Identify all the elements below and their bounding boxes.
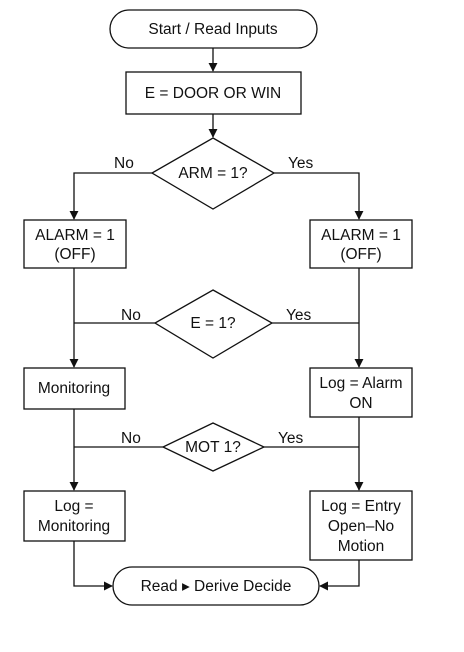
set-e-node-label: E = DOOR OR WIN	[145, 85, 282, 102]
e-no-label: No	[121, 307, 141, 324]
end-node: Read ▸ Derive Decide	[112, 566, 320, 606]
alarm-right-node: ALARM = 1 (OFF)	[309, 219, 413, 269]
alarm-right-line-1: ALARM = 1	[321, 227, 401, 244]
mot-no-label: No	[121, 430, 141, 447]
arm-no-label: No	[114, 155, 134, 172]
arm-yes-label: Yes	[288, 155, 314, 172]
log-alarm-on-node: Log = Alarm ON	[309, 367, 413, 418]
mot-check-decision: MOT 1?	[161, 422, 266, 472]
start-node: Start / Read Inputs	[109, 9, 318, 49]
monitoring-node: Monitoring	[23, 367, 126, 410]
arrow-log-entry-to-end	[319, 560, 360, 591]
end-node-label: Read ▸ Derive Decide	[141, 578, 292, 595]
arrow-arm-yes	[274, 172, 364, 220]
log-entry-line-1: Log = Entry	[321, 498, 401, 515]
arrow-log-monitoring-to-end	[73, 541, 113, 591]
e-check-label: E = 1?	[190, 315, 236, 332]
alarm-left-node: ALARM = 1 (OFF)	[23, 219, 127, 269]
e-check-decision: E = 1?	[153, 289, 274, 359]
set-e-node: E = DOOR OR WIN	[125, 71, 302, 115]
log-monitoring-node: Log = Monitoring	[23, 490, 126, 542]
log-alarm-on-line-1: Log = Alarm	[319, 375, 402, 392]
log-monitoring-line-1: Log =	[54, 498, 93, 515]
log-alarm-on-line-2: ON	[349, 395, 372, 412]
arm-check-label: ARM = 1?	[178, 165, 248, 182]
connectors	[69, 48, 364, 591]
log-entry-line-3: Motion	[338, 538, 385, 555]
log-entry-line-2: Open–No	[328, 518, 394, 535]
arrow-arm-no	[69, 172, 152, 220]
e-yes-label: Yes	[286, 307, 312, 324]
log-entry-node: Log = Entry Open–No Motion	[309, 490, 413, 561]
start-node-label: Start / Read Inputs	[148, 21, 277, 38]
alarm-left-line-2: (OFF)	[54, 246, 95, 263]
arm-check-decision: ARM = 1?	[150, 137, 276, 210]
monitoring-label: Monitoring	[38, 380, 110, 397]
mot-check-label: MOT 1?	[185, 439, 241, 456]
alarm-right-line-2: (OFF)	[340, 246, 381, 263]
alarm-left-line-1: ALARM = 1	[35, 227, 115, 244]
log-monitoring-line-2: Monitoring	[38, 518, 110, 535]
mot-yes-label: Yes	[278, 430, 304, 447]
